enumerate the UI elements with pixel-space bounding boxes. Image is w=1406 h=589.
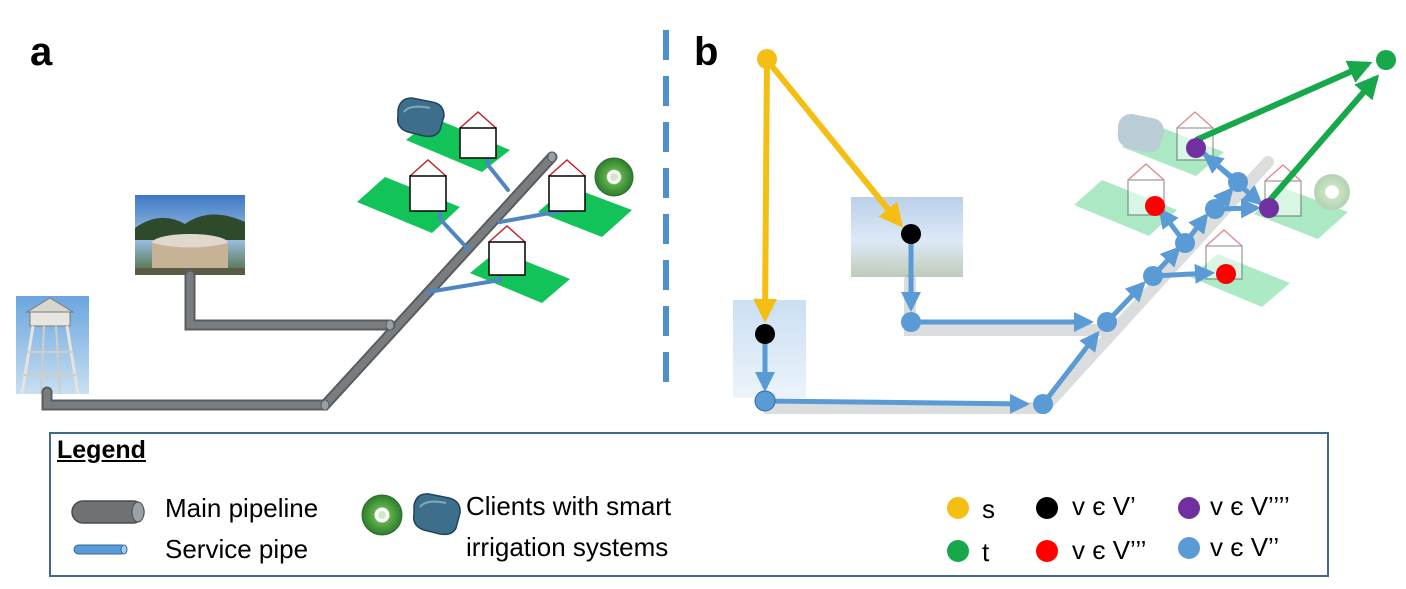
- legend-dot-v-triple: [1036, 540, 1058, 562]
- panel-label-b: b: [694, 30, 719, 74]
- panel-b: [733, 49, 1396, 414]
- panel-a: [16, 97, 634, 411]
- node-v-prime: [755, 324, 775, 344]
- water-tower-photo: [16, 296, 89, 395]
- node-s: [757, 49, 777, 69]
- faded-background: [733, 114, 1350, 398]
- legend-dot-v-quad: [1178, 497, 1200, 519]
- legend-dot-s: [947, 497, 969, 519]
- node-v-double: [1205, 199, 1225, 219]
- legend-s-label: s: [982, 494, 995, 524]
- round-irrigation-sensor-icon: [361, 494, 403, 536]
- node-v-quad: [1186, 138, 1206, 158]
- node-v-double: [754, 390, 776, 412]
- service-pipe-swatch: [73, 544, 128, 555]
- main-pipeline-network: [41, 151, 558, 411]
- sink-edges: [1194, 60, 1380, 202]
- legend-service-pipe-label: Service pipe: [165, 534, 309, 564]
- node-v-prime: [901, 224, 921, 244]
- legend-main-pipeline-label: Main pipeline: [165, 493, 319, 523]
- legend-v-double-label: v є V’’: [1210, 532, 1280, 562]
- node-v-double: [1143, 266, 1163, 286]
- legend-dot-v-prime: [1036, 497, 1058, 519]
- smart-irrigation-controller-icon: [412, 493, 461, 536]
- legend-v-prime-label: v є V’: [1072, 491, 1136, 521]
- faded-main-pipeline: [764, 156, 1274, 414]
- node-v-double: [1097, 312, 1117, 332]
- main-pipeline-swatch: [71, 500, 145, 524]
- node-v-quad: [1259, 198, 1279, 218]
- legend-t-label: t: [982, 537, 990, 567]
- node-v-double: [1228, 172, 1248, 192]
- legend-v-triple-label: v є V’’’: [1072, 535, 1147, 565]
- network-edges: [755, 148, 1263, 414]
- legend-v-quad-label: v є V’’’’: [1210, 491, 1290, 521]
- graph-nodes: [754, 49, 1396, 414]
- house-icon: [459, 110, 497, 159]
- node-v-double: [1175, 233, 1195, 253]
- node-v-double: [901, 312, 921, 332]
- house-icon: [548, 158, 586, 212]
- source-edges: [753, 58, 904, 323]
- panel-label-a: a: [30, 30, 53, 74]
- node-v-triple: [1216, 264, 1236, 284]
- reservoir-tank-photo: [135, 195, 245, 275]
- house-icon: [488, 224, 526, 276]
- legend-title: Legend: [57, 436, 146, 464]
- legend-clients-label-line2: irrigation systems: [466, 532, 669, 562]
- smart-irrigation-controller-icon: [396, 97, 445, 138]
- legend-dot-v-double: [1178, 537, 1200, 559]
- smart-irrigation-controller-icon: [1117, 114, 1164, 153]
- round-irrigation-sensor-icon: [1314, 174, 1350, 210]
- legend-graphics: [71, 493, 1200, 562]
- node-t: [1376, 50, 1396, 70]
- legend-box: Legend: [49, 432, 1329, 577]
- legend-clients-label-line1: Clients with smart: [466, 491, 672, 521]
- water-tower-photo: [733, 300, 806, 398]
- node-v-triple: [1145, 196, 1165, 216]
- node-v-double: [1033, 394, 1053, 414]
- legend-dot-t: [947, 540, 969, 562]
- house-icon: [409, 158, 447, 212]
- round-irrigation-sensor-icon: [594, 157, 634, 197]
